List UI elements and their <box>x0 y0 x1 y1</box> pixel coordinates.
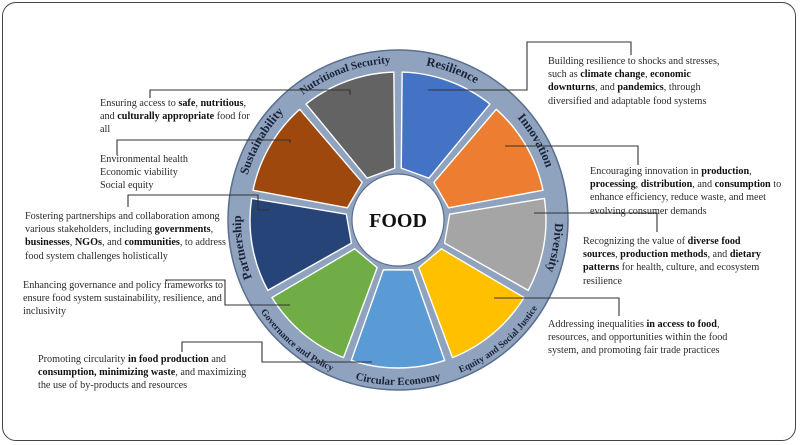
segment-governance-and-policy <box>271 248 378 359</box>
segment-equity-and-social-justice <box>418 248 525 359</box>
leader-line <box>181 341 372 363</box>
note-diversity: Recognizing the value of diverse food so… <box>583 236 761 287</box>
note-nutritional-security: Ensuring access to safe, nutritious, and… <box>100 98 250 136</box>
segment-nutritional-security <box>305 71 396 179</box>
leader-line <box>149 89 351 98</box>
segment-partnership <box>249 197 353 292</box>
leader-line <box>165 279 290 306</box>
segment-circular-economy <box>350 269 446 369</box>
ring-label-circular-economy: Circular Economy <box>354 370 442 388</box>
note-equity: Addressing inequalities in access to foo… <box>548 319 728 357</box>
note-partnership: Fostering partnerships and collaboration… <box>25 211 226 262</box>
center-circle <box>351 173 445 267</box>
segment-diversity <box>443 197 547 292</box>
note-innovation: Encouraging innovation in production, pr… <box>590 166 782 217</box>
segment-resilience <box>400 71 491 179</box>
leader-line <box>428 41 632 91</box>
leader-line <box>116 139 291 155</box>
note-governance: Enhancing governance and policy framewor… <box>23 280 223 318</box>
diagram-frame <box>2 2 796 441</box>
leader-line <box>534 212 658 232</box>
segment-sustainability <box>252 108 363 209</box>
note-circular-economy: Promoting circularity in food production… <box>38 354 247 392</box>
leader-line <box>505 145 639 165</box>
segment-innovation <box>433 108 544 209</box>
note-resilience: Building resilience to shocks and stress… <box>548 56 720 107</box>
leader-line <box>127 194 270 211</box>
leader-line <box>494 297 620 316</box>
center-label: FOOD <box>369 210 427 232</box>
